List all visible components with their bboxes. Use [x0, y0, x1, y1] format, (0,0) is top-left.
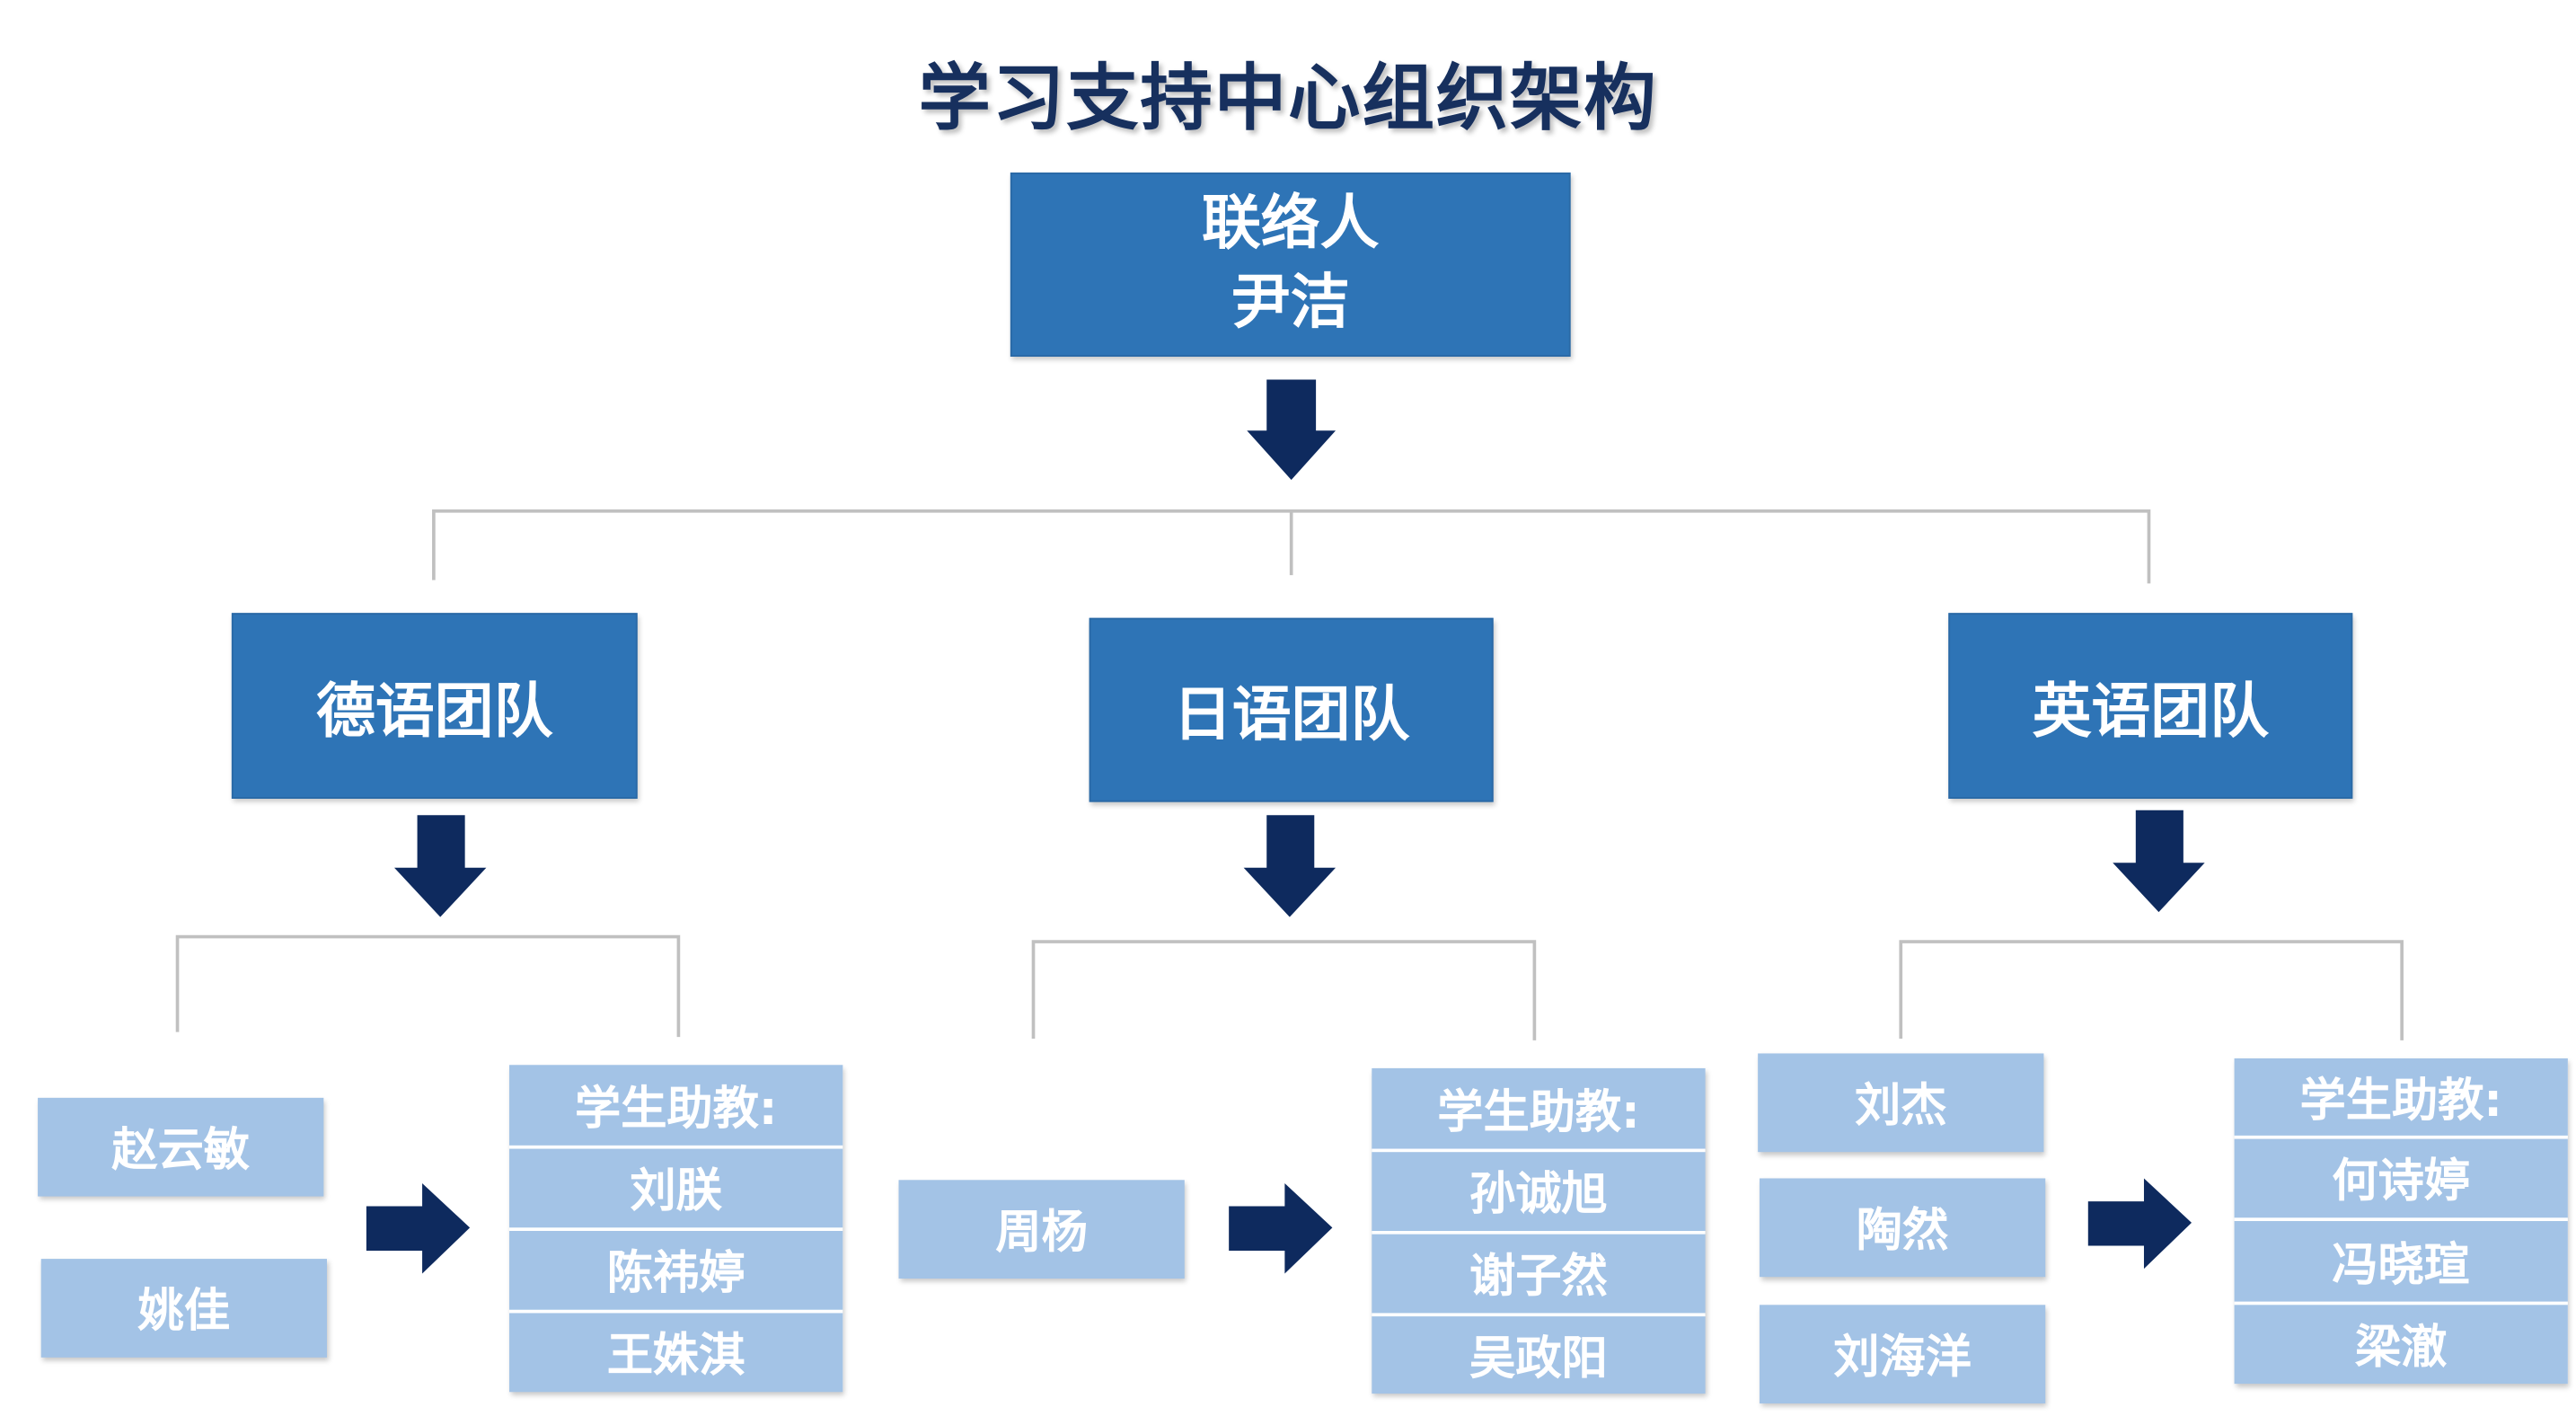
assistant-name: 孙诚旭: [1372, 1148, 1706, 1231]
assistant-name: 梁澈: [2234, 1301, 2568, 1385]
assistant-list-header: 学生助教:: [509, 1065, 843, 1146]
assistant-list-header: 学生助教:: [1372, 1067, 1706, 1149]
member-box: 姚佳: [40, 1259, 327, 1358]
right-arrow-icon: [366, 1182, 471, 1274]
assistant-name: 冯晓瑄: [2234, 1217, 2568, 1302]
down-arrow-icon: [2113, 810, 2205, 913]
assistant-name: 吴政阳: [1372, 1313, 1706, 1394]
assistant-name: 陈祎婷: [509, 1227, 843, 1310]
team-box-japanese: 日语团队: [1089, 617, 1494, 802]
member-box: 刘海洋: [1759, 1305, 2046, 1404]
connector-team-english: [1899, 940, 2404, 1040]
down-arrow-icon: [1243, 815, 1337, 917]
down-arrow-icon: [1247, 379, 1337, 481]
assistant-list-german: 学生助教: 刘朕 陈祎婷 王姝淇: [509, 1065, 843, 1393]
root-role: 联络人: [1201, 190, 1380, 259]
assistant-name: 谢子然: [1372, 1230, 1706, 1314]
right-arrow-icon: [1229, 1182, 1333, 1274]
member-box: 陶然: [1759, 1178, 2046, 1278]
assistant-list-english: 学生助教: 何诗婷 冯晓瑄 梁澈: [2234, 1058, 2568, 1385]
team-box-english: 英语团队: [1948, 613, 2353, 799]
connector-team-german: [175, 934, 681, 1038]
page-title: 学习支持中心组织架构: [918, 58, 1658, 142]
assistant-list-header: 学生助教:: [2234, 1058, 2568, 1136]
connector-root-teams: [432, 509, 2151, 584]
right-arrow-icon: [2087, 1178, 2192, 1270]
assistant-name: 何诗婷: [2234, 1135, 2568, 1218]
connector-team-japanese: [1031, 940, 1537, 1040]
member-box: 赵云敏: [38, 1097, 324, 1197]
assistant-name: 刘朕: [509, 1145, 843, 1228]
member-box: 周杨: [898, 1180, 1185, 1279]
member-box: 刘杰: [1758, 1053, 2044, 1153]
assistant-list-japanese: 学生助教: 孙诚旭 谢子然 吴政阳: [1372, 1067, 1706, 1394]
down-arrow-icon: [393, 815, 487, 917]
assistant-name: 王姝淇: [509, 1309, 843, 1393]
team-box-german: 德语团队: [231, 613, 638, 799]
root-name: 尹洁: [1231, 269, 1350, 337]
root-contact-box: 联络人 尹洁: [1010, 173, 1571, 357]
